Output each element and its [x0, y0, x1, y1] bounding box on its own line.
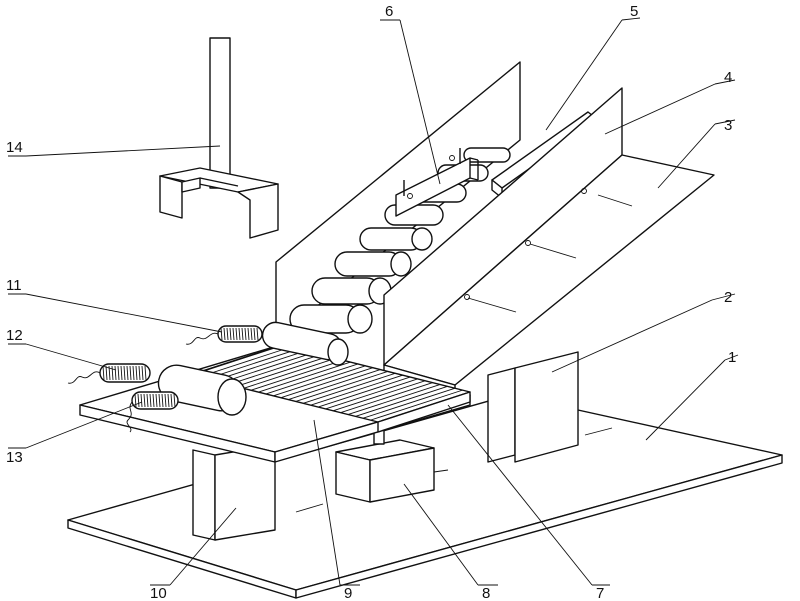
label-1: 1	[728, 349, 736, 366]
label-7: 7	[596, 585, 604, 601]
label-11: 11	[6, 277, 22, 294]
label-10: 10	[150, 585, 167, 601]
label-8: 8	[482, 585, 490, 601]
label-12: 12	[6, 327, 23, 344]
gripper	[160, 38, 278, 238]
label-2: 2	[724, 289, 732, 306]
label-6: 6	[385, 3, 393, 20]
label-3: 3	[724, 117, 732, 134]
label-4: 4	[724, 69, 732, 86]
label-9: 9	[344, 585, 352, 601]
brush-roller-middle	[68, 364, 150, 383]
label-5: 5	[630, 3, 638, 20]
label-13: 13	[6, 449, 23, 466]
brush-roller-upper	[186, 326, 262, 344]
rear-support-column	[488, 352, 578, 462]
label-14: 14	[6, 139, 23, 156]
